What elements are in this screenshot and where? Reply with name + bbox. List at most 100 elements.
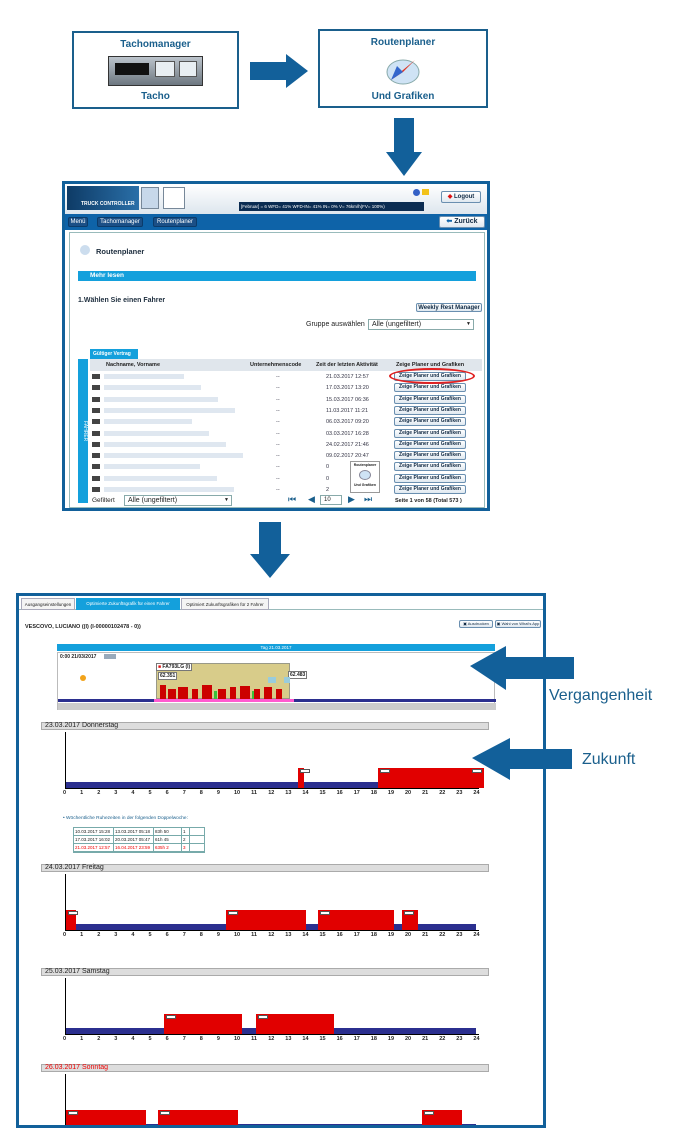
tachomanager-title: Tachomanager	[120, 39, 191, 50]
hour-tick: 11	[251, 1036, 257, 1042]
hour-tick: 0	[63, 1036, 67, 1042]
hour-tick: 22	[439, 1036, 446, 1042]
company-code: --	[276, 396, 280, 403]
back-button[interactable]: ⬅ Zurück	[439, 216, 485, 228]
last-activity: 24.02.2017 21:46	[326, 441, 369, 448]
driver-card-icon	[92, 407, 100, 413]
group-select[interactable]: Alle (ungefiltert)▼	[368, 319, 474, 330]
company-code: --	[276, 464, 280, 471]
hour-tick: 22	[439, 790, 446, 796]
hour-tick: 16	[336, 932, 343, 938]
drive-segment	[402, 910, 418, 930]
prev-page-icon[interactable]: ◀	[308, 494, 315, 504]
nav-tachomanager[interactable]: Tachomanager	[97, 217, 143, 227]
next-page-icon[interactable]: ▶	[348, 494, 355, 504]
tab-optimized-one[interactable]: Optimierte Zukunftsgrafik für einen Fahr…	[76, 598, 180, 610]
hour-tick: 18	[370, 932, 377, 938]
hour-tick: 8	[199, 790, 203, 796]
show-planner-button[interactable]: Zeige Planer und Grafiken	[394, 428, 466, 438]
tab-optimized-two[interactable]: Optimiert Zukunftsgrafiken für 2 Fahrer	[181, 598, 269, 610]
hour-tick: 7	[182, 1036, 186, 1042]
col-code: Unternehmenscode	[250, 362, 302, 368]
col-name: Nachname, Vorname	[106, 362, 161, 368]
hour-tick: 7	[182, 932, 186, 938]
show-planner-button[interactable]: Zeige Planer und Grafiken	[394, 417, 466, 427]
hour-tick: 16	[336, 790, 343, 796]
logout-label: Logout	[453, 194, 475, 200]
logout-button[interactable]: ◆ Logout	[441, 191, 481, 203]
redacted-name	[104, 487, 234, 492]
location-pin-icon	[80, 675, 86, 681]
filter-select-value: Alle (ungefiltert)	[128, 497, 178, 504]
hour-tick: 4	[131, 932, 135, 938]
x-axis-line	[65, 930, 479, 931]
planner-window: Ausgangseinstellungen Optimierte Zukunft…	[16, 593, 546, 1128]
first-page-icon[interactable]: ⏮	[288, 494, 297, 504]
show-planner-button[interactable]: Zeige Planer und Grafiken	[394, 485, 466, 494]
x-axis-line	[65, 1034, 479, 1035]
rest-cell: 16.04.2017 23:59	[114, 844, 154, 851]
print-button[interactable]: ▣ Ausdrucken	[459, 620, 493, 628]
hour-tick: 13	[285, 790, 292, 796]
odometer-start: 62.351	[158, 672, 178, 680]
last-page-icon[interactable]: ⏭	[364, 494, 373, 504]
hour-tick: 1	[80, 932, 84, 938]
whatif-button[interactable]: ▣ Wahl von What's App	[495, 620, 541, 628]
routenplaner-box[interactable]: Routenplaner Und Grafiken	[318, 29, 488, 108]
van-icon[interactable]	[163, 187, 185, 209]
show-planner-button[interactable]: Zeige Planer und Grafiken	[394, 394, 466, 404]
tachomanager-box[interactable]: Tachomanager Tacho	[72, 31, 239, 109]
contract-tab[interactable]: Gültiger Vertrag	[90, 349, 138, 359]
hour-tick: 2	[97, 790, 101, 796]
chevron-down-icon: ▼	[466, 321, 471, 327]
hour-tick: 17	[353, 1036, 360, 1042]
past-label: Vergangenheit	[549, 687, 653, 704]
segment-label	[380, 769, 390, 773]
show-planner-button[interactable]: Zeige Planer und Grafiken	[394, 383, 466, 393]
day-header: 24.03.2017 Freitag	[41, 864, 489, 872]
tab-initial[interactable]: Ausgangseinstellungen	[21, 598, 75, 610]
future-label: Zukunft	[582, 751, 636, 768]
driver-card-icon	[92, 385, 100, 391]
truck-icon[interactable]	[141, 187, 159, 209]
weekly-rest-button[interactable]: Weekly Rest Manager	[416, 303, 482, 312]
driver-card-icon	[92, 453, 100, 459]
drive-segment	[298, 768, 304, 788]
show-planner-button[interactable]: Zeige Planer und Grafiken	[394, 473, 466, 483]
filter-select[interactable]: Alle (ungefiltert)▼	[124, 495, 232, 506]
page-size-select[interactable]: 10	[320, 495, 342, 505]
hour-tick: 18	[370, 790, 377, 796]
more-bar[interactable]: Mehr lesen	[78, 271, 476, 281]
hour-tick: 3	[114, 1036, 118, 1042]
nav-routenplaner[interactable]: Routenplaner	[153, 217, 197, 227]
hour-tick: 24	[473, 790, 480, 796]
rest-cell: 635h 2	[154, 844, 182, 851]
route-icon	[80, 245, 90, 255]
drive-segment	[318, 910, 394, 930]
rest-cell: 3	[182, 844, 190, 851]
tacho-device-image	[108, 56, 203, 86]
rest-cell: 21.03.2017 12:57	[74, 844, 114, 851]
show-planner-button[interactable]: Zeige Planer und Grafiken	[394, 439, 466, 449]
show-planner-button[interactable]: Zeige Planer und Grafiken	[394, 462, 466, 472]
rest-cell: 1	[182, 828, 190, 835]
routenplaner-title: Routenplaner	[370, 37, 436, 48]
show-planner-button[interactable]: Zeige Planer und Grafiken	[394, 451, 466, 461]
show-planner-button[interactable]: Zeige Planer und Grafiken	[394, 405, 466, 415]
segment-label	[228, 911, 238, 915]
whatif-label: Wahl von What's App	[501, 621, 540, 626]
nav-menu[interactable]: Menü	[68, 217, 88, 227]
